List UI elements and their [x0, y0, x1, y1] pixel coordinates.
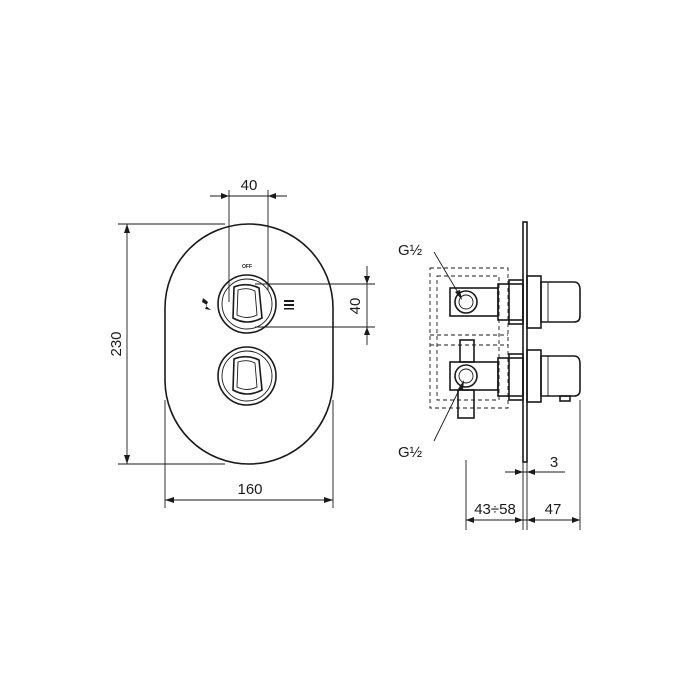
dim-width-label: 160: [237, 481, 262, 498]
lower-knob-side: [526, 349, 581, 403]
lower-knob: [217, 346, 277, 406]
dim-height-label: 230: [108, 331, 125, 356]
upper-knob-side: [526, 275, 581, 329]
concealed-body: [429, 267, 509, 409]
dim-knob-offset-label: 40: [347, 298, 364, 315]
upper-knob: [217, 274, 277, 334]
dim-knob-offset: 40: [255, 266, 375, 345]
escutcheon-plate: [164, 223, 334, 465]
dim-height: 230: [108, 223, 225, 465]
dim-depth-label: 43÷58: [474, 501, 516, 518]
front-view: OFF 40 230: [108, 177, 375, 508]
upper-fitting: [449, 279, 524, 325]
wall-plate: [522, 221, 528, 463]
dim-knob-width-label: 40: [241, 177, 258, 194]
dim-plate: 3: [505, 454, 565, 475]
dim-width: 160: [164, 400, 334, 508]
dim-depth: 43÷58 47: [466, 501, 580, 523]
lower-fitting: [449, 339, 524, 419]
thread-bottom-label: G½: [398, 444, 423, 461]
thread-top-label: G½: [398, 242, 423, 259]
shower-icon: [202, 298, 211, 310]
dim-plate-label: 3: [550, 454, 558, 471]
dim-knob-width: 40: [210, 177, 287, 302]
off-marking: OFF: [242, 264, 252, 270]
dim-projection-label: 47: [545, 501, 562, 518]
side-view: G½ G½ 3 43÷58 47: [398, 221, 581, 530]
spout-icon: [284, 300, 294, 310]
